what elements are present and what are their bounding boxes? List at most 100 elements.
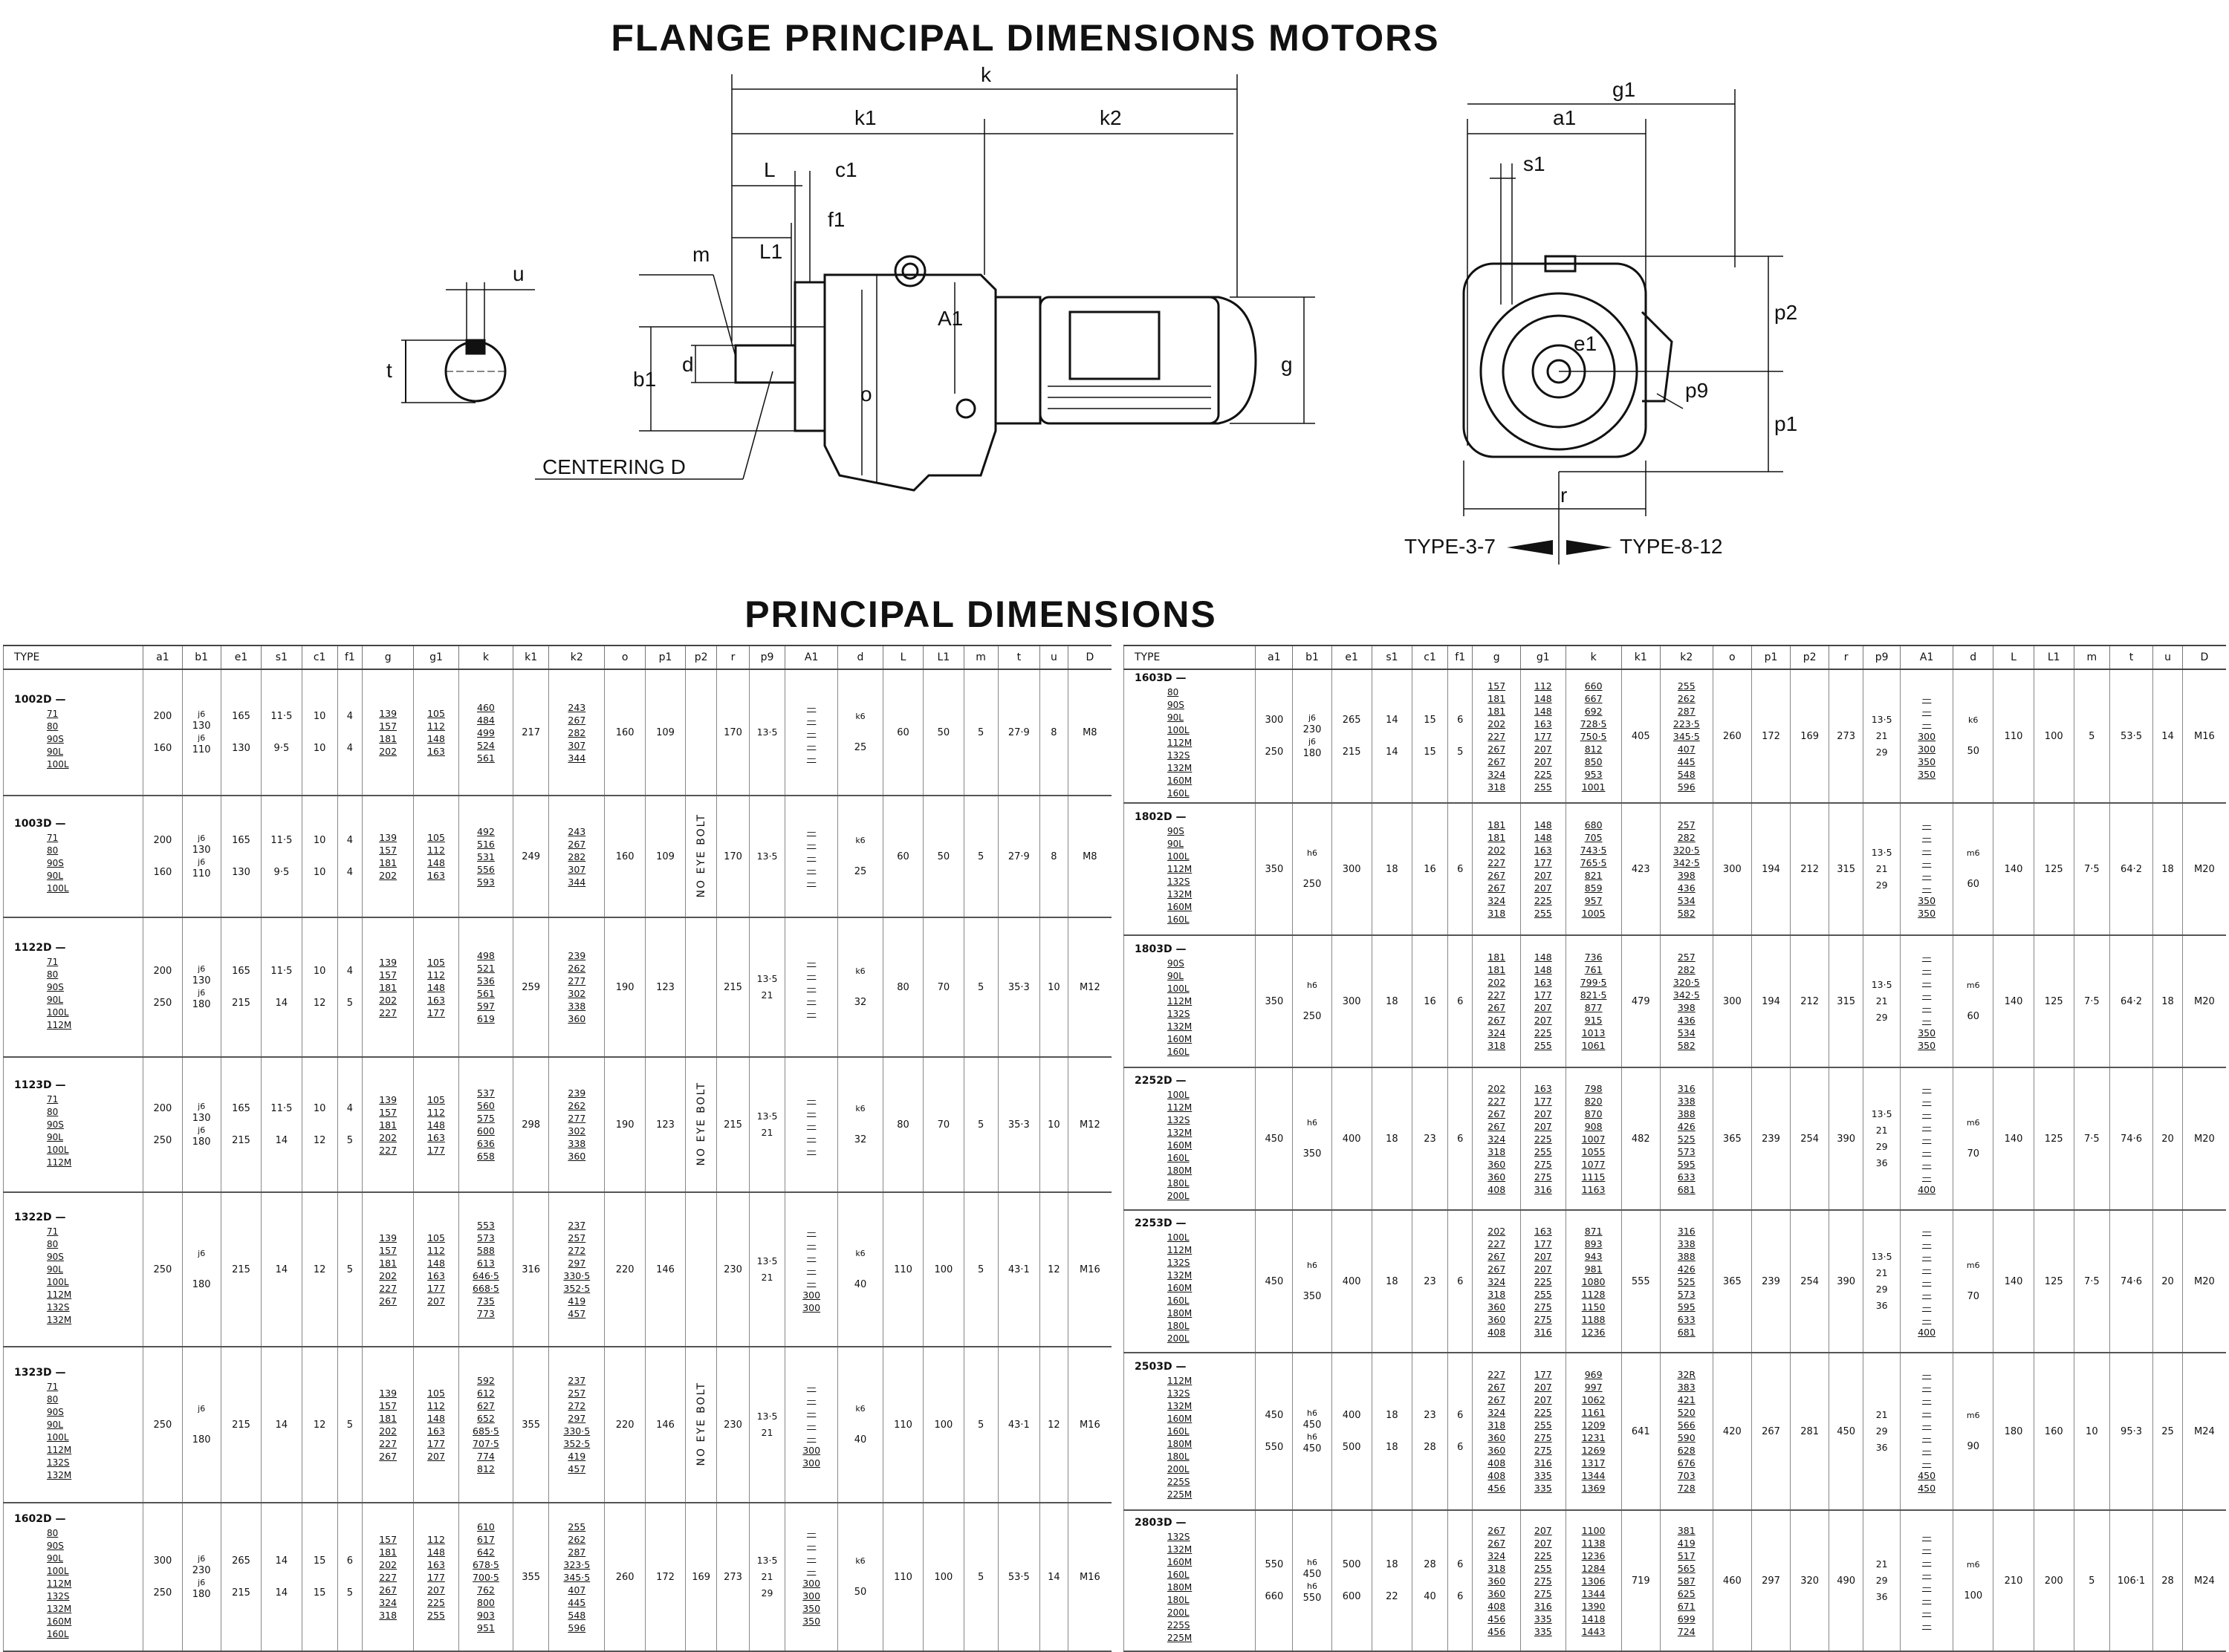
cell-o: 190	[604, 917, 646, 1058]
cell-l: 110	[882, 1192, 924, 1347]
cell-value: 215	[232, 1264, 250, 1275]
cell-value: 60	[1967, 879, 1980, 890]
cell-value: 350	[1918, 1027, 1936, 1038]
cell-value: 21	[761, 1427, 773, 1438]
cell-value: 762	[477, 1584, 495, 1596]
cell-value: —	[1921, 977, 1932, 988]
cell-value: 200	[153, 1103, 172, 1114]
cell-t: 106·1	[2109, 1510, 2153, 1652]
cell-value: 110	[192, 744, 211, 755]
cell-value: 272	[568, 1400, 586, 1411]
cell-value: 207	[1534, 743, 1552, 755]
dim-s1: s1	[1523, 152, 1545, 175]
cell-value: —	[1921, 845, 1932, 856]
col-header-p9: p9	[748, 645, 785, 670]
cell-value: 130	[192, 845, 211, 856]
cell-value: 1418	[1581, 1613, 1606, 1625]
cell-value: 32	[854, 997, 867, 1008]
cell-value: 255	[1534, 908, 1552, 919]
cell-k1: 482	[1620, 1067, 1661, 1211]
cell-value: 646·5	[473, 1270, 499, 1281]
cell-p2: 254	[1790, 1210, 1829, 1353]
cell-t: 74·6	[2109, 1210, 2153, 1353]
cell-d: M20	[2181, 1210, 2226, 1353]
cell-value: 320·5	[1672, 977, 1700, 988]
type-left-label: TYPE-3-7	[1404, 535, 1496, 558]
frame-size: 160M	[47, 1616, 72, 1627]
cell-value: 181	[379, 1413, 398, 1424]
cell-value: 537	[477, 1087, 495, 1099]
cell-value: 335	[1534, 1613, 1552, 1625]
cell-value: 202	[379, 994, 398, 1006]
cell-value: 21	[761, 1127, 773, 1138]
cell-value: 237	[568, 1375, 586, 1386]
cell-value: 157	[379, 1245, 398, 1256]
cell-value: 13·5	[756, 1411, 778, 1422]
cell-value: 29	[1875, 1425, 1888, 1437]
cell-value: 18	[1386, 1410, 1398, 1421]
cell-value: 1269	[1581, 1445, 1606, 1456]
cell-value: 12	[313, 1264, 326, 1275]
cell-value: 499	[477, 726, 495, 738]
cell-value: 335	[1534, 1470, 1552, 1481]
cell-value: 255	[1677, 680, 1696, 692]
frame-size: 132S	[1167, 1531, 1190, 1542]
cell-value: 9·5	[273, 743, 290, 754]
cell-o: 220	[604, 1192, 646, 1347]
cell-value: 799·5	[1580, 977, 1607, 988]
col-header-d: D	[1067, 645, 1112, 670]
cell-e1: 300	[1331, 935, 1372, 1068]
cell-k1: 719	[1620, 1510, 1661, 1652]
cell-a1: 450	[1255, 1210, 1293, 1353]
cell-value: 400	[1342, 1410, 1361, 1421]
type-code: 1123D —	[14, 1079, 66, 1091]
col-header-k2: k2	[1659, 645, 1713, 670]
cell-value: 5	[346, 1419, 354, 1431]
col-header-l: L	[882, 645, 924, 670]
cell-value: 157	[379, 969, 398, 981]
no-eye-bolt-label: NO EYE BOLT	[695, 813, 707, 898]
type-code: 1602D —	[14, 1512, 66, 1525]
cell-value: —	[1921, 1581, 1932, 1593]
frame-size: 90L	[47, 746, 63, 757]
cell-value: 582	[1677, 908, 1696, 919]
cell-value: 70	[1967, 1148, 1980, 1160]
front-flange	[1462, 262, 1647, 458]
cell-value: 139	[379, 832, 398, 843]
frame-size: 160L	[1167, 787, 1190, 799]
cell-value: 177	[427, 1144, 445, 1156]
cell-value: 335	[1534, 1625, 1552, 1637]
cell-value: 553	[477, 1220, 495, 1231]
frame-size: 80	[47, 845, 59, 856]
cell-t: 27·9	[997, 796, 1040, 918]
cell-value: 275	[1534, 1171, 1552, 1183]
cell-value: 550	[1265, 1559, 1284, 1570]
cell-value: 239	[568, 950, 586, 961]
cell-d: M16	[1067, 1347, 1112, 1503]
cell-value: 821·5	[1580, 989, 1607, 1001]
cell-f1: 6	[1447, 935, 1473, 1068]
col-header-p1: p1	[1751, 645, 1791, 670]
cell-value: 207	[1534, 1015, 1552, 1026]
cell-t: 53·5	[997, 1503, 1040, 1652]
cell-value: 14	[275, 1264, 288, 1275]
cell-value: 350	[802, 1616, 821, 1627]
type-code: 2803D —	[1135, 1516, 1187, 1529]
cell-value: —	[1921, 1619, 1932, 1630]
cell-a1: 250	[143, 1192, 183, 1347]
cell-value: 267	[1487, 1537, 1506, 1549]
cell-value: 12	[313, 1419, 326, 1431]
